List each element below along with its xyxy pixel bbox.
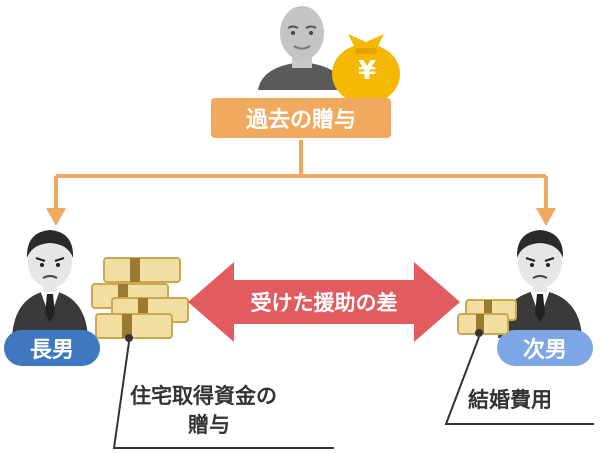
housing-gift-caption: 住宅取得資金の 贈与 — [130, 382, 330, 440]
second-son-label: 次男 — [497, 330, 593, 366]
housing-gift-caption-line2: 贈与 — [188, 413, 230, 437]
wedding-cost-caption: 結婚費用 — [468, 388, 552, 412]
eldest-son-label: 長男 — [4, 330, 100, 366]
yen-symbol: ¥ — [357, 56, 377, 86]
past-gift-label: 過去の贈与 — [211, 98, 391, 138]
difference-label: 受けた援助の差 — [250, 291, 398, 315]
housing-gift-caption-line1: 住宅取得資金の — [130, 384, 277, 408]
